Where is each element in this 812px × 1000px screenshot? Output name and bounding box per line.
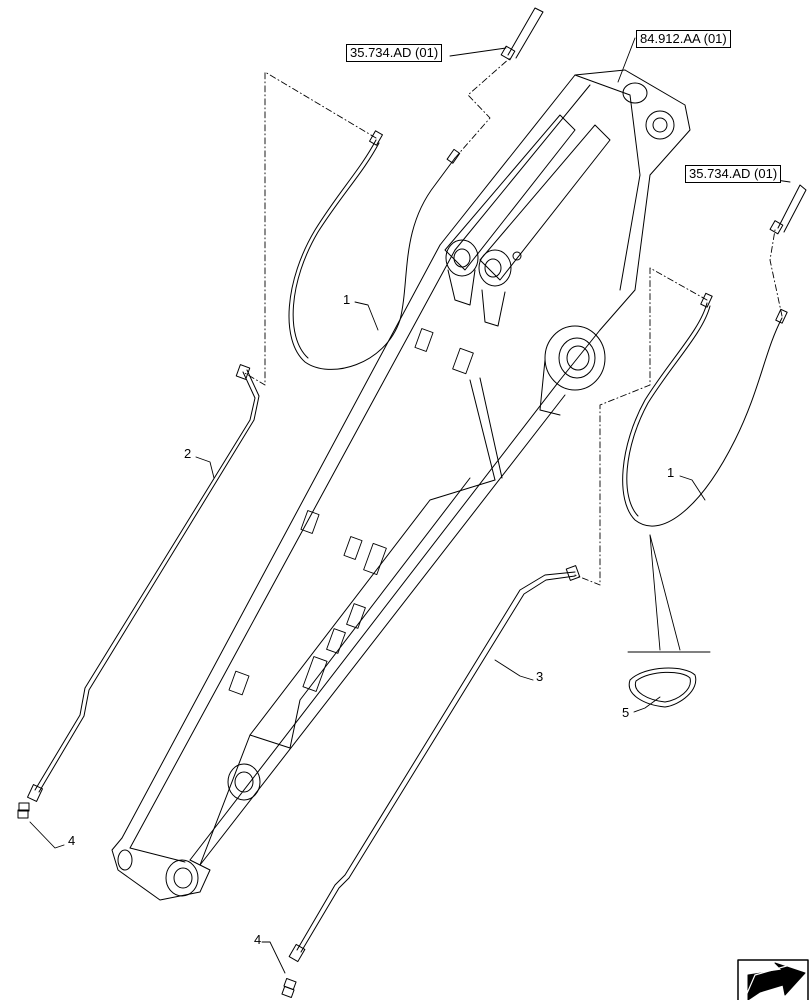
fitting-bottom [281,978,297,998]
boom-pivot-boss [539,325,606,416]
hose-left [288,130,461,370]
clip-reference-lines [627,534,711,653]
callout-pipe-right: 3 [536,669,544,684]
hose-right [622,292,788,527]
reference-box-right[interactable]: 35.734.AD (01) [685,165,782,183]
boom-lower-bosses [117,763,261,897]
reference-box-top-left[interactable]: 35.734.AD (01) [346,44,443,62]
boom-clamps [228,328,474,696]
callout-pipe-left: 2 [184,446,192,461]
callout-leaders [29,301,706,974]
clip [628,667,697,708]
pipe-right [288,565,581,963]
pipe-left [27,364,260,802]
back-arrow-icon[interactable] [737,959,809,1000]
fitting-left [17,802,30,819]
callout-clip: 5 [622,705,630,720]
assembly-lines [242,57,783,586]
boom-head-plates [444,82,675,327]
callout-fitting-bottom: 4 [254,932,262,947]
right-hose-stub [769,184,807,235]
callout-hose-right: 1 [667,465,675,480]
top-hose-stub [500,7,544,61]
reference-leaders [449,37,791,183]
reference-box-top-right[interactable]: 84.912.AA (01) [636,30,731,48]
callout-hose-left: 1 [343,292,351,307]
boom-arm [111,69,691,901]
callout-fitting-left: 4 [68,833,76,848]
